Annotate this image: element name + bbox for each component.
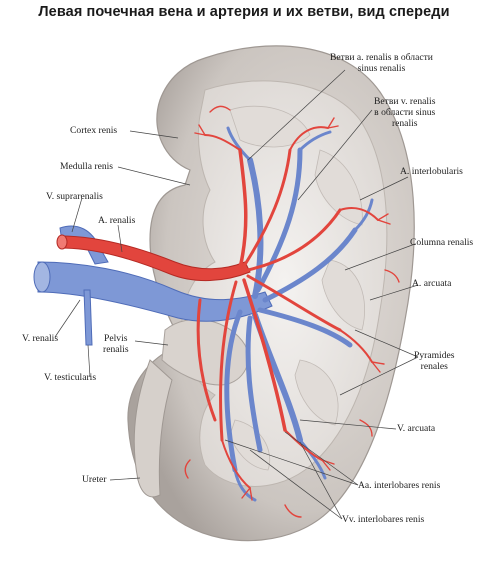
label-vv-interlobares: Vv. interlobares renis: [342, 514, 425, 525]
label-v-arcuata: V. arcuata: [397, 423, 436, 434]
label-v-renalis: V. renalis: [22, 333, 59, 344]
renal-pyramids: [229, 105, 366, 471]
label-pyramides-line1: Pyramides: [414, 350, 455, 361]
label-vetvi-a-renalis-line1: Ветви a. renalis в области: [330, 52, 433, 63]
label-vetvi-a-renalis-line2: sinus renalis: [357, 63, 406, 74]
label-vetvi-v-renalis-line1: Ветви v. renalis: [374, 96, 436, 107]
label-columna-renalis: Columna renalis: [410, 237, 474, 248]
label-medulla-renis: Medulla renis: [60, 161, 114, 172]
diagram-title: Левая почечная вена и артерия и их ветви…: [38, 4, 450, 20]
renal-artery-stump: [56, 234, 68, 250]
v-testicularis: [83, 289, 93, 346]
label-a-interlobularis: A. interlobularis: [400, 166, 463, 177]
label-a-arcuata: A. arcuata: [412, 278, 452, 289]
interlobular-arteries: [184, 105, 400, 518]
label-v-suprarenalis: V. suprarenalis: [46, 191, 103, 202]
label-a-renalis: A. renalis: [98, 215, 136, 226]
label-pelvis-renalis: Pelvis renalis: [103, 333, 129, 355]
renal-vein-stump: [33, 261, 51, 293]
arterial-branches: [196, 126, 379, 489]
label-vetvi-a-renalis: Ветви a. renalis в области sinus renalis: [330, 52, 433, 74]
label-pelvis-line2: renalis: [103, 344, 129, 355]
label-pyramides-renales: Pyramides renales: [414, 350, 455, 372]
leader-lines: [54, 69, 419, 520]
venous-branches: [224, 126, 374, 502]
renal-artery-main: [59, 235, 251, 281]
label-vetvi-v-renalis-line3: renalis: [391, 118, 418, 129]
renal-vein-main: [37, 261, 273, 322]
label-pelvis-line1: Pelvis: [104, 333, 128, 344]
label-aa-interlobares: Aa. interlobares renis: [358, 480, 441, 491]
label-cortex-renis: Cortex renis: [70, 125, 118, 136]
label-v-testicularis: V. testicularis: [44, 372, 97, 383]
label-pyramides-line2: renales: [420, 361, 448, 372]
label-ureter: Ureter: [82, 474, 107, 485]
ureter: [133, 359, 173, 498]
label-vetvi-v-renalis: Ветви v. renalis в области sinus renalis: [374, 96, 435, 129]
label-vetvi-v-renalis-line2: в области sinus: [374, 107, 436, 118]
